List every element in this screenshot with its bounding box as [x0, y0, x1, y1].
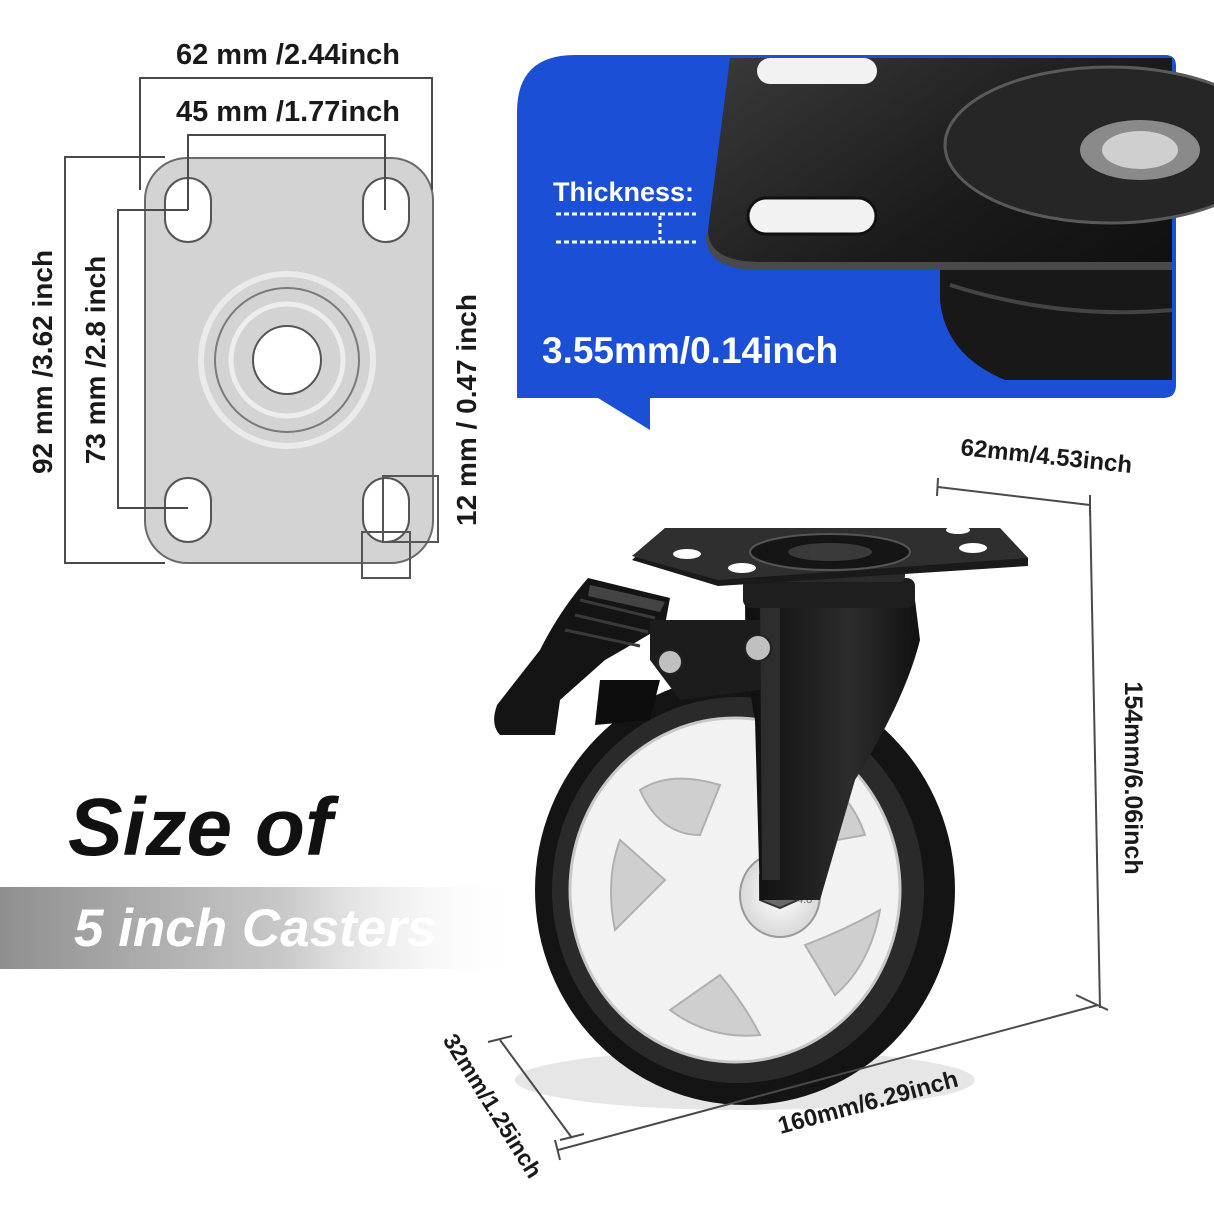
- brake-lever: [494, 578, 670, 735]
- plate-closeup-image: [706, 58, 1214, 380]
- label-wheel-width: 32mm/1.25inch: [438, 1029, 547, 1183]
- headline: Size of 5 inch Casters: [0, 782, 520, 969]
- plate-ring-outer: [198, 271, 376, 449]
- headline-subtitle: 5 inch Casters: [74, 899, 436, 958]
- swivel-housing: [743, 578, 915, 608]
- dim-line-height: [1089, 504, 1101, 1009]
- slot-size-bracket-horizontal: [361, 531, 411, 579]
- thickness-callout: Thickness: 3.55mm/0.14inch: [517, 55, 1214, 430]
- mounting-plate-diagram: 62 mm /2.44inch 45 mm /1.77inch 92 mm /3…: [27, 39, 482, 579]
- thickness-value: 3.55mm/0.14inch: [542, 330, 838, 371]
- plate-ring-inner: [228, 301, 346, 419]
- dim-line-outer-height: [64, 156, 165, 564]
- wheel-spokes: [610, 758, 882, 1037]
- thickness-label: Thickness:: [553, 177, 694, 207]
- rivet-2: [744, 634, 772, 662]
- caster-fork: [745, 600, 920, 900]
- label-slot-size: 12 mm / 0.47 inch: [451, 294, 482, 526]
- dim-line-plate-width: [937, 486, 1091, 506]
- label-outer-height: 92 mm /3.62 inch: [27, 250, 58, 474]
- headline-title: Size of: [68, 782, 340, 873]
- rivet-1: [657, 649, 683, 675]
- label-inner-height: 73 mm /2.8 inch: [80, 256, 111, 465]
- dim-line-wheel-diameter: [557, 1004, 1099, 1151]
- label-outer-width: 62 mm /2.44inch: [176, 39, 400, 71]
- slot-hole-bottom-left: [164, 477, 212, 543]
- dim-line-wheel-width: [499, 1039, 573, 1139]
- dim-line-outer-width: [139, 77, 433, 190]
- dim-line-inner-width: [187, 134, 386, 210]
- label-inner-width: 45 mm /1.77inch: [176, 96, 400, 128]
- caster-image: 4.8: [494, 526, 1028, 1110]
- plate-ring-mid: [214, 287, 360, 433]
- plate-center-hole: [252, 325, 322, 395]
- headline-banner: [0, 887, 520, 969]
- label-height: 154mm/6.06inch: [1119, 681, 1147, 874]
- dim-line-inner-height: [117, 209, 188, 509]
- label-plate-width: 62mm/4.53inch: [959, 434, 1133, 479]
